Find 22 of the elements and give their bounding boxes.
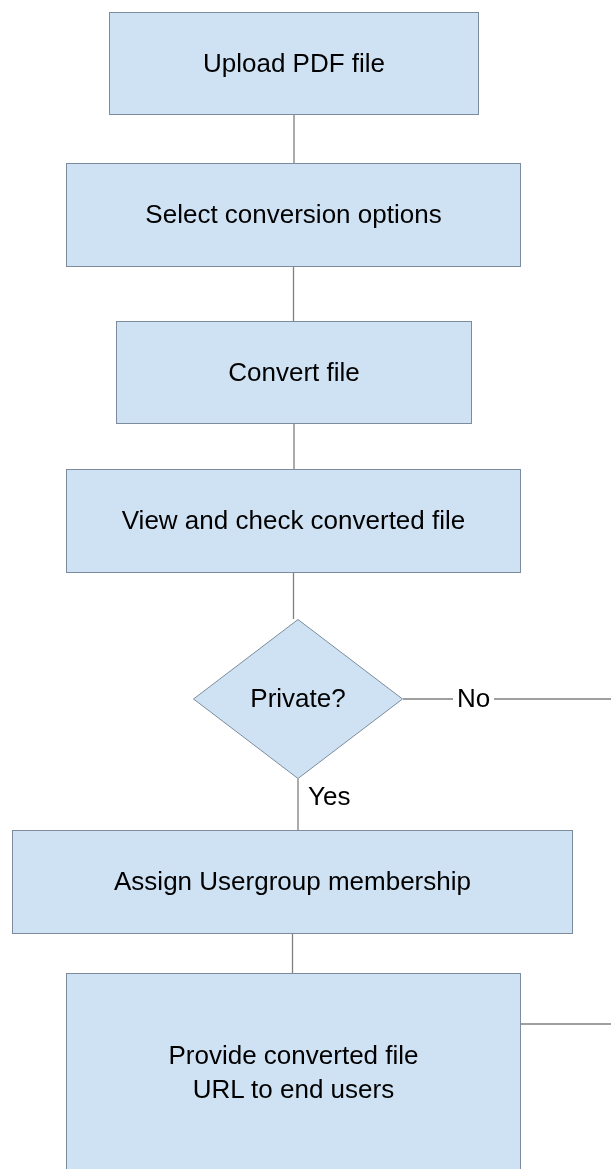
connector [291, 933, 294, 974]
process-box [66, 973, 521, 1169]
step-label: Select conversion options [145, 198, 442, 232]
process-box [109, 12, 479, 115]
connector [292, 572, 295, 620]
process-box [12, 830, 573, 934]
process-box [66, 469, 521, 573]
edge-label: Yes [308, 781, 351, 813]
step-label: Convert file [228, 355, 360, 389]
connector [520, 1023, 611, 1025]
step-label: Assign Usergroup membership [114, 865, 471, 899]
connector [293, 114, 295, 164]
step-label: Upload PDF file [202, 46, 386, 80]
connector [293, 423, 295, 470]
step-label: Provide converted file URL to end users [167, 1039, 420, 1106]
step-label: Private? [250, 682, 346, 716]
connector [292, 266, 295, 322]
connector [297, 778, 299, 831]
process-box [116, 321, 472, 424]
step-label: View and check converted file [121, 504, 466, 538]
decision-diamond [193, 619, 403, 779]
process-box [66, 163, 521, 267]
